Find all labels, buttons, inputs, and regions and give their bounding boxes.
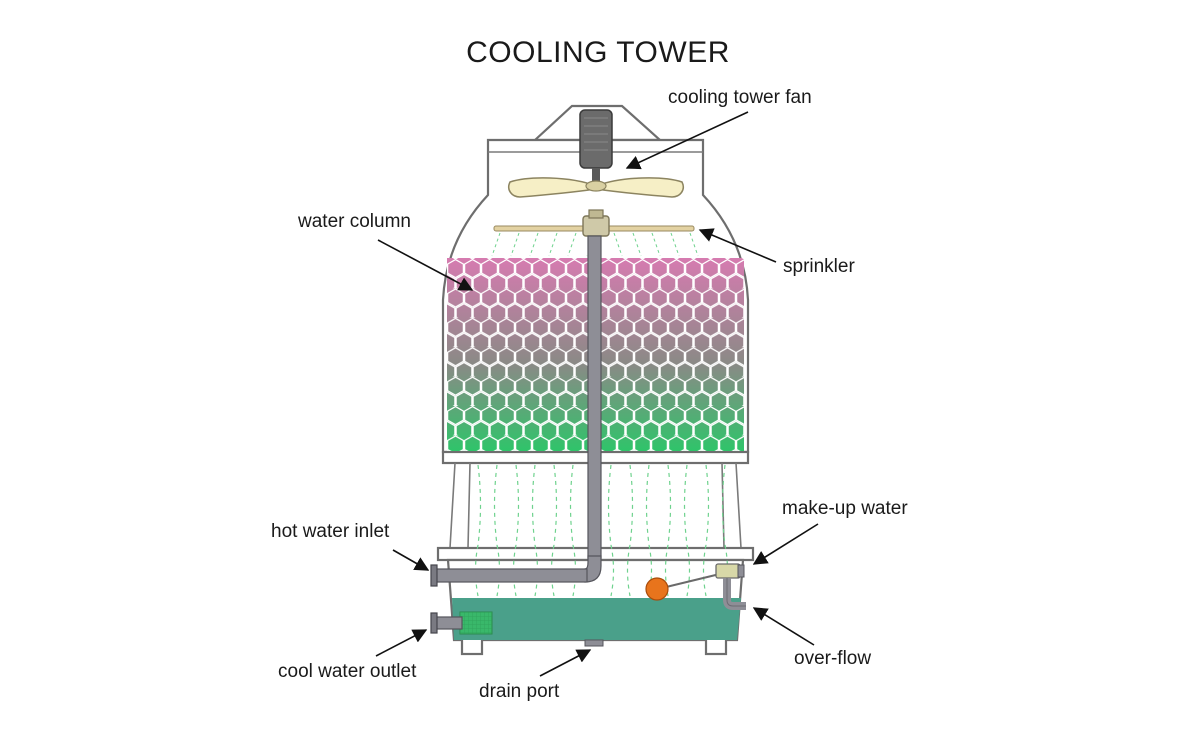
arrow-make-up-water	[752, 523, 819, 565]
label-water-column: water column	[297, 211, 411, 232]
hot-water-pipe	[430, 235, 602, 587]
drain-port-fitting	[584, 639, 604, 647]
labels: cooling tower fan water column sprinkler…	[271, 87, 908, 702]
arrow-sprinkler	[698, 228, 777, 263]
label-sprinkler: sprinkler	[783, 256, 855, 277]
basin-water	[452, 598, 741, 640]
float-ball	[645, 577, 669, 601]
cool-water-outlet-pipe	[430, 612, 463, 634]
label-cooling-tower-fan: cooling tower fan	[668, 87, 812, 108]
fan-blade-left	[508, 177, 597, 198]
label-over-flow: over-flow	[794, 648, 871, 669]
fan-motor	[579, 109, 613, 169]
label-hot-water-inlet: hot water inlet	[271, 521, 390, 542]
label-cool-water-outlet: cool water outlet	[278, 661, 417, 682]
arrow-over-flow	[752, 607, 815, 646]
fan-blade-right	[595, 177, 684, 198]
diagram-title: COOLING TOWER	[466, 36, 730, 69]
sprinkler-arm	[493, 209, 695, 237]
label-drain-port: drain port	[479, 681, 560, 702]
arrow-hot-water-inlet	[392, 549, 430, 571]
arrow-cool-water-outlet	[375, 629, 428, 657]
arrow-water-column	[377, 239, 474, 291]
label-make-up-water: make-up water	[782, 498, 908, 519]
arrow-drain-port	[539, 649, 592, 677]
arrow-cooling-tower-fan	[625, 111, 749, 170]
make-up-water-valve	[645, 563, 745, 601]
fan-assembly	[508, 109, 684, 198]
